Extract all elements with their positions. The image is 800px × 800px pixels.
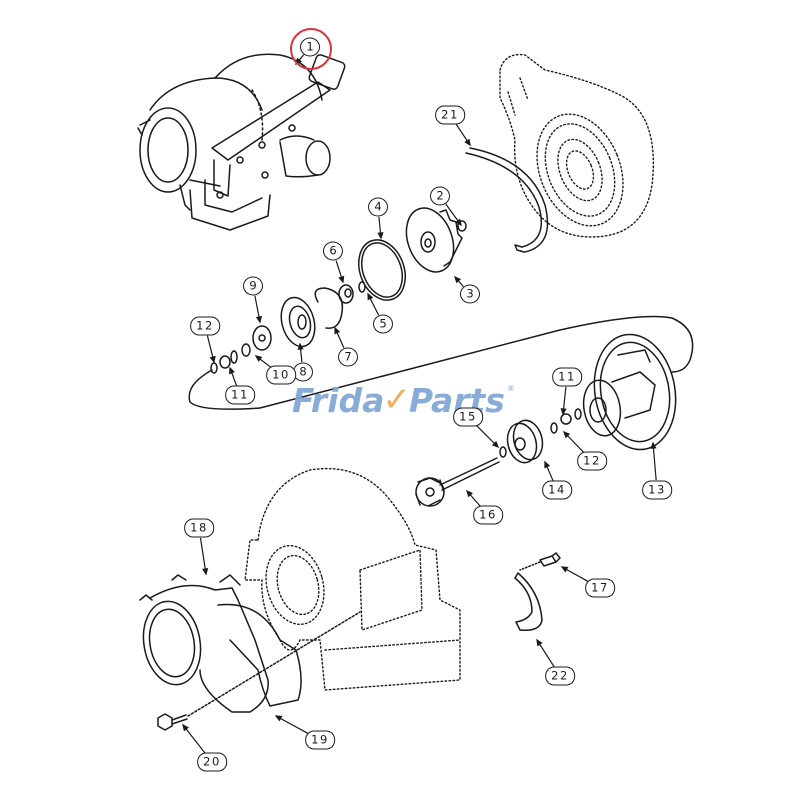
callout-3[interactable]: 3: [460, 284, 480, 304]
part-19-gasket: [217, 603, 302, 707]
callout-14[interactable]: 14: [542, 480, 572, 500]
arrowhead-icon: [209, 355, 216, 364]
callout-1[interactable]: 1: [300, 37, 320, 57]
arrowhead-icon: [562, 430, 571, 439]
part-2-nut: [457, 220, 467, 232]
part-8-thrust-plate: [280, 296, 316, 348]
part-3-compressor-wheel: [405, 207, 463, 273]
arrowhead-icon: [334, 326, 341, 335]
arrowhead-icon: [455, 218, 462, 227]
part-12-seal-ring-d: [550, 422, 558, 434]
arrowhead-icon: [464, 138, 471, 147]
callout-13[interactable]: 13: [642, 480, 672, 500]
arrowhead-icon: [536, 638, 543, 647]
callout-17[interactable]: 17: [585, 578, 615, 598]
turbine-housing-ghost-drawing: [244, 467, 461, 691]
part-11-bushing-b: [560, 413, 572, 425]
arrowhead-icon: [338, 275, 345, 284]
part-12-seal-ring-c: [574, 408, 582, 420]
arrowhead-icon: [182, 723, 189, 732]
part-11-bushing: [219, 355, 231, 369]
part-7-circlip: [314, 287, 344, 329]
part-17-bolt: [519, 552, 561, 571]
callout-18[interactable]: 18: [184, 518, 214, 538]
arrowhead-icon: [274, 715, 283, 722]
arrowhead-icon: [367, 292, 374, 301]
arrowhead-icon: [544, 460, 551, 469]
part-15-seal-ring: [499, 446, 507, 458]
part-12-seal-ring-a: [230, 350, 238, 364]
part-9-thrust-collar: [252, 325, 272, 351]
arrowhead-icon: [454, 275, 462, 284]
callout-leader-lines: [182, 54, 657, 755]
arrowhead-icon: [255, 315, 262, 324]
callout-8[interactable]: 8: [293, 362, 313, 382]
part-4-seal-ring: [358, 239, 406, 301]
leader-line-20: [182, 724, 207, 755]
part-6-nut: [338, 284, 354, 304]
callout-21[interactable]: 21: [435, 105, 465, 125]
callout-19[interactable]: 19: [305, 730, 335, 750]
arrowhead-icon: [254, 355, 263, 362]
arrowhead-icon: [491, 440, 500, 449]
leader-line-19: [275, 715, 312, 736]
callout-6[interactable]: 6: [323, 241, 343, 261]
callout-10[interactable]: 10: [266, 365, 296, 385]
callout-7[interactable]: 7: [338, 347, 358, 367]
callout-16[interactable]: 16: [473, 505, 503, 525]
part-13-bearing-housing: [582, 333, 677, 451]
part-5-washer: [358, 281, 366, 293]
callout-15[interactable]: 15: [453, 407, 483, 427]
leader-line-18: [199, 537, 207, 575]
part-10-ring: [241, 343, 251, 357]
arrowhead-icon: [377, 232, 384, 240]
part-18-outlet-elbow: [139, 574, 269, 713]
part-21-snap-ring: [465, 147, 549, 253]
part-16-turbine-shaft: [415, 457, 500, 507]
assembly-connection-outline: [188, 315, 694, 410]
arrowhead-icon: [202, 567, 209, 576]
arrowhead-icon: [229, 366, 235, 375]
callout-2[interactable]: 2: [430, 186, 450, 206]
part-20-bolt: [157, 611, 361, 731]
part-12-seal-ring-b: [210, 362, 218, 374]
turbocharger-assembly-drawing: [137, 53, 346, 231]
part-22-shield-segment: [514, 572, 543, 632]
callout-22[interactable]: 22: [545, 666, 575, 686]
arrowhead-icon: [560, 408, 567, 416]
callout-4[interactable]: 4: [368, 197, 388, 217]
callout-9[interactable]: 9: [243, 276, 263, 296]
callout-11[interactable]: 11: [225, 385, 255, 405]
callout-12[interactable]: 12: [577, 451, 607, 471]
arrowhead-icon: [560, 566, 569, 573]
leader-line-13: [652, 442, 657, 481]
arrowhead-icon: [466, 489, 474, 498]
callout-20[interactable]: 20: [197, 752, 227, 772]
arrowhead-icon: [650, 441, 657, 449]
part-14-spacer: [506, 419, 544, 464]
arrowhead-icon: [295, 57, 302, 66]
callout-12[interactable]: 12: [190, 316, 220, 336]
callout-5[interactable]: 5: [373, 314, 393, 334]
arrowhead-icon: [297, 342, 304, 350]
callout-11[interactable]: 11: [552, 367, 582, 387]
compressor-housing-ghost-drawing: [499, 53, 655, 238]
